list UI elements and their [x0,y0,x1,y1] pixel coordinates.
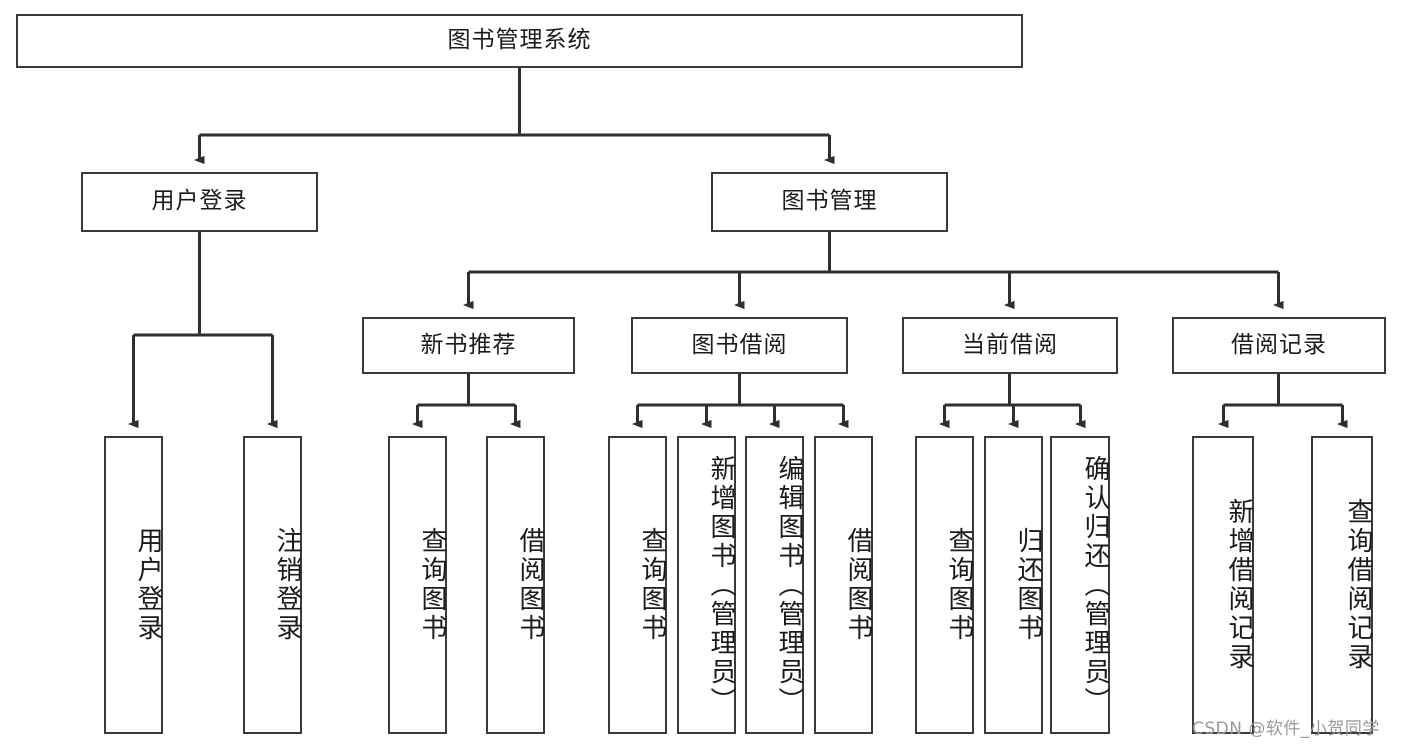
leaf-confirm-return-admin[interactable]: 确认归还（管理员） [1050,436,1110,734]
node-label: 新书推荐 [420,331,517,358]
leaf-return-book[interactable]: 归还图书 [984,436,1043,734]
node-label: 用户登录 [151,188,248,215]
leaf-user-login[interactable]: 用户登录 [104,436,163,734]
node-current-borrow[interactable]: 当前借阅 [902,317,1118,374]
node-label: 新增图书（管理员） [706,454,736,716]
node-label: 查询图书 [417,527,447,643]
leaf-query-book-current[interactable]: 查询图书 [915,436,974,734]
node-label: 确认归还（管理员） [1080,454,1110,716]
leaf-borrow-book[interactable]: 借阅图书 [814,436,873,734]
node-label: 借阅记录 [1231,331,1327,358]
node-label: 查询图书 [944,527,974,643]
node-label: 图书管理 [781,188,878,215]
node-label: 图书管理系统 [447,27,592,54]
leaf-borrow-book-recommend[interactable]: 借阅图书 [486,436,545,734]
node-new-book-recommend[interactable]: 新书推荐 [362,317,575,374]
node-label: 新增借阅记录 [1224,498,1254,672]
leaf-add-book-admin[interactable]: 新增图书（管理员） [677,436,736,734]
node-label: 编辑图书（管理员） [774,454,804,716]
node-label: 借阅图书 [843,527,873,643]
leaf-query-book-recommend[interactable]: 查询图书 [388,436,447,734]
csdn-watermark: CSDN @软件_小贺同学 [1192,719,1380,739]
node-user-login[interactable]: 用户登录 [81,172,318,232]
leaf-logout[interactable]: 注销登录 [243,436,302,734]
node-label: 借阅图书 [515,527,545,643]
node-book-borrow[interactable]: 图书借阅 [631,317,848,374]
node-label: 注销登录 [272,527,302,643]
node-label: 图书借阅 [691,331,788,358]
leaf-add-borrow-record[interactable]: 新增借阅记录 [1192,436,1254,734]
node-label: 查询图书 [637,527,667,643]
node-root-system[interactable]: 图书管理系统 [16,14,1023,68]
node-label: 用户登录 [133,527,163,643]
node-book-management[interactable]: 图书管理 [711,172,948,232]
node-borrow-record[interactable]: 借阅记录 [1172,317,1386,374]
node-label: 查询借阅记录 [1343,498,1373,672]
node-label: 当前借阅 [962,331,1058,358]
leaf-edit-book-admin[interactable]: 编辑图书（管理员） [745,436,804,734]
leaf-query-borrow-record[interactable]: 查询借阅记录 [1311,436,1373,734]
node-label: 归还图书 [1013,527,1043,643]
leaf-query-book-borrow[interactable]: 查询图书 [608,436,667,734]
